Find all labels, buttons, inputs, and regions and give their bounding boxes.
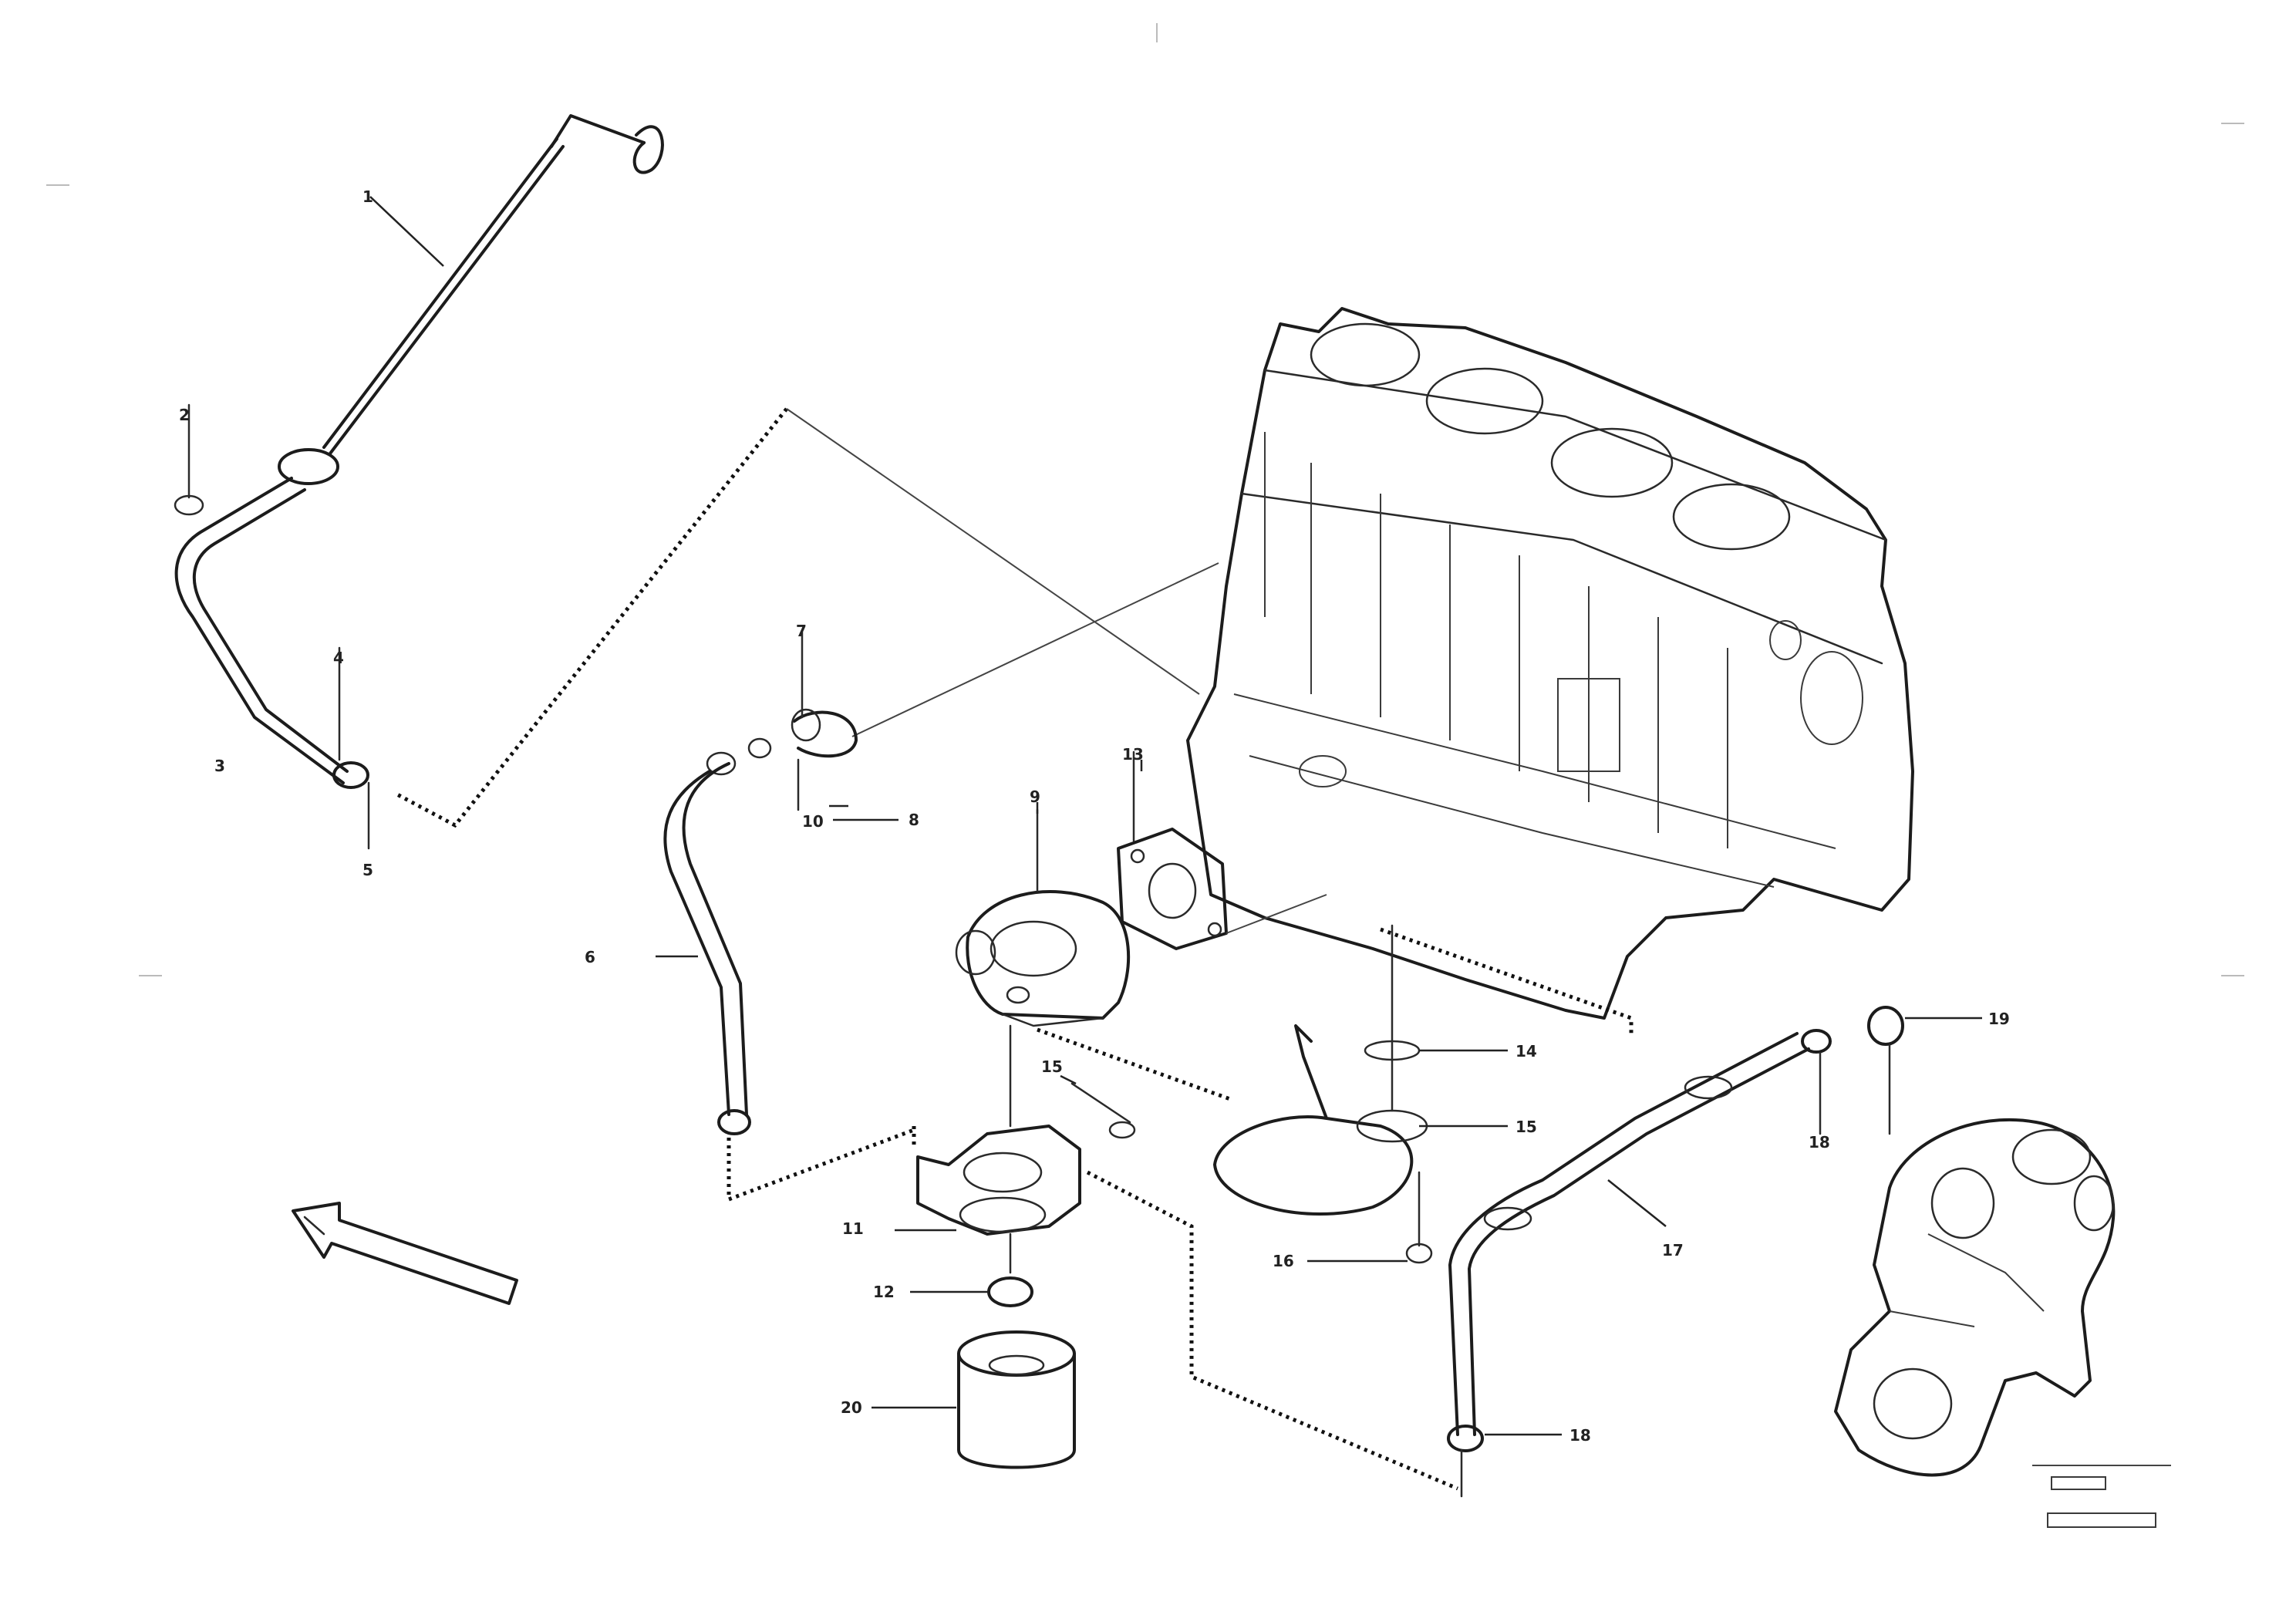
oil-strainer — [1213, 924, 1433, 1264]
dipstick-to-block-line — [786, 408, 1200, 695]
suction-pipe-dashed — [727, 1128, 915, 1202]
dipstick-routing-dashed — [396, 407, 788, 828]
o-ring — [910, 1276, 1033, 1307]
gasket — [1117, 750, 1327, 950]
callout-9: 9 — [1030, 787, 1040, 806]
callout-2: 2 — [179, 406, 190, 424]
oil-filter — [872, 1330, 1076, 1469]
dipstick-assembly — [174, 114, 664, 850]
callouts: 1 2 3 4 5 6 7 8 9 10 11 12 13 14 15 16 1… — [179, 187, 2010, 1445]
page-edge-marks — [46, 23, 2244, 976]
oil-pipe-upper — [791, 631, 899, 821]
oil-filter-bracket — [916, 1024, 1081, 1274]
callout-15b: 15 — [1515, 1118, 1537, 1136]
callout-5: 5 — [362, 861, 373, 879]
callout-4: 4 — [333, 649, 344, 667]
oil-return-pipe — [1447, 1006, 1904, 1498]
callout-17: 17 — [1662, 1241, 1684, 1259]
callout-11: 11 — [842, 1219, 864, 1238]
callout-14: 14 — [1515, 1042, 1537, 1061]
callout-20: 20 — [841, 1398, 862, 1417]
callout-6: 6 — [585, 948, 595, 966]
callout-3: 3 — [214, 757, 225, 775]
screw-15 — [1060, 1074, 1136, 1139]
cylinder-block — [1186, 307, 1914, 1020]
turbocharger — [1834, 1118, 2116, 1477]
bracket-dashed — [912, 1027, 1458, 1491]
callout-1: 1 — [362, 187, 373, 206]
callout-18: 18 — [1569, 1426, 1591, 1445]
callout-7: 7 — [796, 622, 807, 640]
callout-18b: 18 — [1809, 1133, 1830, 1152]
callout-15: 15 — [1041, 1057, 1063, 1076]
oil-pump-housing — [955, 808, 1131, 1027]
callout-12: 12 — [873, 1283, 895, 1301]
callout-19: 19 — [1988, 1010, 2010, 1028]
leader-lines — [369, 196, 1143, 1232]
block-underside-dashed — [1380, 927, 1633, 1037]
pump-to-block-line — [851, 562, 1219, 737]
front-direction-arrow — [292, 1202, 518, 1305]
callout-13: 13 — [1122, 745, 1144, 764]
suction-pipe — [663, 737, 772, 1135]
callouts-secondary: 15 18 — [1515, 1118, 1830, 1152]
callout-16: 16 — [1273, 1252, 1294, 1270]
drawing-reference-stamp — [2032, 1465, 2171, 1528]
callout-10: 10 — [802, 812, 824, 831]
callout-8: 8 — [909, 811, 919, 829]
leader-17 — [1607, 1179, 1667, 1227]
